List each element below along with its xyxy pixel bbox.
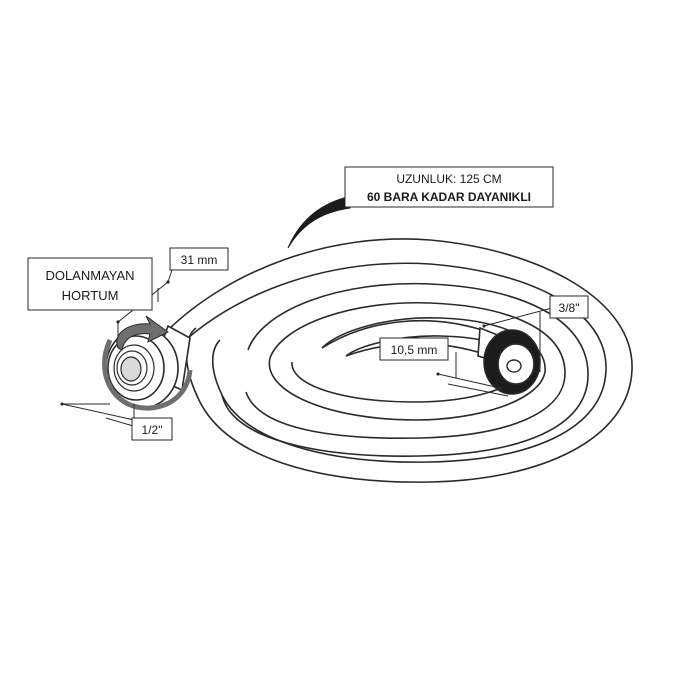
hose-coil	[167, 238, 633, 483]
dim-10-5mm-box	[379, 337, 449, 361]
inner-coil-outer-edge	[268, 317, 546, 421]
left-nut-thread-3	[120, 356, 142, 382]
length-callout-pointer	[287, 197, 351, 249]
dim-half-inch: 1/2"	[131, 417, 173, 441]
dim-three-eighths-label: 3/8"	[559, 301, 580, 315]
dim-31mm: 31 mm	[169, 247, 229, 271]
dim-10-5mm-label: 10,5 mm	[391, 343, 438, 357]
dim-half-inch-box	[131, 417, 173, 441]
dim-31mm-box	[169, 247, 229, 271]
hose-type-line2: HORTUM	[62, 288, 119, 303]
middle-coil-inner-edge	[245, 301, 566, 440]
length-callout: UZUNLUK: 125 CM 60 BARA KADAR DAYANIKLI	[344, 166, 554, 208]
outer-coil-inner-edge	[179, 262, 607, 463]
outer-coil-outer-edge	[167, 238, 633, 483]
hose-type-callout: DOLANMAYAN HORTUM	[27, 257, 153, 311]
dim-half-inch-label: 1/2"	[142, 423, 163, 437]
dim-10-5mm: 10,5 mm	[379, 337, 449, 361]
hose-type-line1: DOLANMAYAN	[45, 268, 134, 283]
dim-31mm-label: 31 mm	[181, 253, 218, 267]
middle-coil-outer-edge	[221, 282, 589, 457]
swivel-arrow-icon	[102, 315, 193, 411]
length-callout-box	[344, 166, 554, 208]
dim-three-eighths-box	[549, 295, 589, 319]
dim-three-eighths: 3/8"	[549, 295, 589, 319]
right-fitting	[477, 326, 541, 395]
length-callout-line2: 60 BARA KADAR DAYANIKLI	[367, 190, 531, 204]
left-nut-thread-1	[113, 344, 155, 392]
length-callout-line1: UZUNLUK: 125 CM	[396, 172, 501, 186]
hose-type-callout-box	[27, 257, 153, 311]
hose-tail-top	[321, 319, 483, 349]
left-nut-thread-2	[116, 350, 148, 386]
right-nut-hole	[506, 359, 522, 373]
